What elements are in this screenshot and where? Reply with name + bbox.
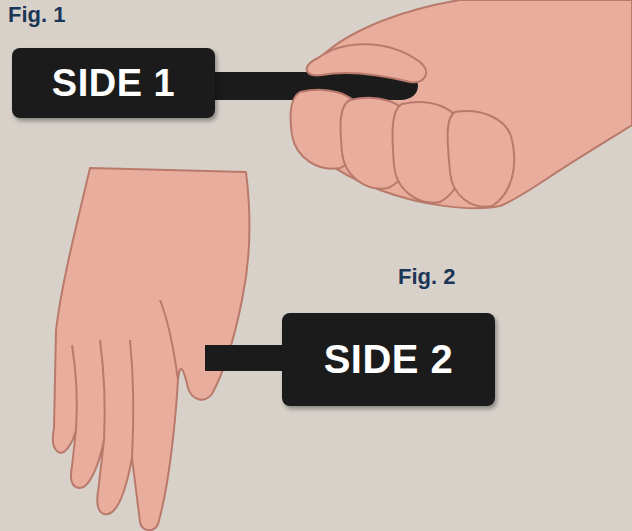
side-label: SIDE 1 [52, 62, 175, 105]
side-label: SIDE 2 [324, 337, 454, 382]
figure-label: Fig. 2 [398, 264, 455, 290]
figure-label: Fig. 1 [8, 2, 65, 28]
holding-hand [300, 0, 632, 208]
label-paddle: SIDE 1 [12, 48, 215, 118]
curled-fingers [291, 44, 515, 207]
label-paddle: SIDE 2 [282, 313, 495, 406]
